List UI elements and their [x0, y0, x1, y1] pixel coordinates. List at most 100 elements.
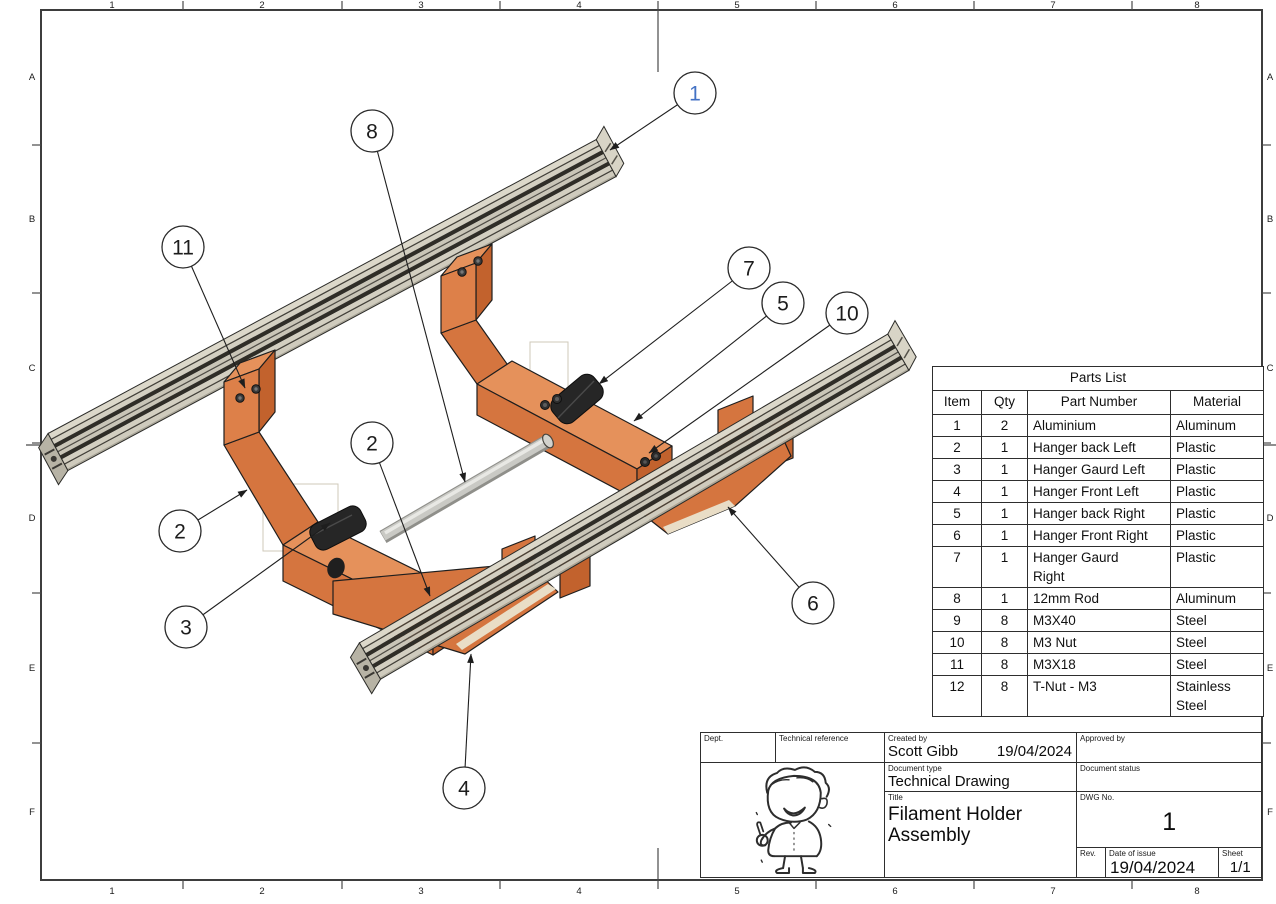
parts-list-col-item: Item — [932, 390, 982, 415]
parts-list-title: Parts List — [931, 366, 1265, 391]
approved-by-label: Approved by — [1080, 734, 1125, 743]
title-block: Dept. Technical reference Created by Sco… — [700, 732, 1262, 878]
grid-row-label: B — [1267, 214, 1273, 225]
grid-col-label: 3 — [418, 0, 423, 11]
balloon-label: 6 — [807, 593, 819, 616]
grid-col-label: 8 — [1194, 0, 1199, 11]
balloon-2-mid: 2 — [350, 421, 431, 597]
cartoon-mascot — [755, 766, 832, 875]
grid-col-label: 4 — [576, 886, 581, 897]
balloon-11: 11 — [161, 225, 246, 389]
extrusion-rail-bottom — [349, 319, 917, 695]
grid-row-label: A — [29, 72, 36, 83]
grid-col-label: 8 — [1194, 886, 1199, 897]
extrusion-rail-top — [38, 125, 625, 486]
balloon-callouts: 1 8 11 7 5 10 2 — [158, 71, 869, 810]
dwg-no-label: DWG No. — [1080, 793, 1115, 802]
technical-reference-label: Technical reference — [779, 734, 849, 743]
parts-list-col-qty: Qty — [981, 390, 1028, 415]
grid-col-label: 3 — [418, 886, 423, 897]
document-type-label: Document type — [888, 764, 942, 773]
created-by-label: Created by — [888, 734, 928, 743]
title-block-technical-reference-cell: Technical reference — [776, 733, 885, 763]
balloon-label: 5 — [777, 293, 789, 316]
balloon-label: 11 — [172, 237, 194, 260]
balloon-4: 4 — [442, 653, 486, 810]
grid-col-label: 1 — [109, 886, 114, 897]
parts-list-table: Parts List Item Qty Part Number Material… — [931, 366, 1265, 717]
grid-row-label: D — [1267, 513, 1274, 524]
sheet-label: Sheet — [1222, 849, 1243, 858]
title-block-title-cell: Title Filament Holder Assembly — [885, 792, 1077, 878]
grid-col-label: 4 — [576, 0, 581, 11]
grid-row-label: B — [29, 214, 35, 225]
grid-row-label: C — [29, 363, 36, 374]
grid-row-label: F — [1267, 807, 1273, 818]
document-type-value: Technical Drawing — [888, 773, 1010, 790]
title-block-rev-cell: Rev. — [1077, 848, 1106, 878]
title-block-sheet-cell: Sheet 1/1 — [1219, 848, 1262, 878]
balloon-label: 4 — [458, 778, 470, 801]
balloon-3: 3 — [164, 522, 331, 649]
created-by-value: Scott Gibb — [888, 743, 959, 760]
title-block-dwg-no-cell: DWG No. 1 — [1077, 792, 1262, 848]
date-of-issue-label: Date of issue — [1109, 849, 1156, 858]
balloon-label: 3 — [180, 617, 192, 640]
title-block-document-type-cell: Document type Technical Drawing — [885, 763, 1077, 792]
balloon-label: 2 — [174, 521, 186, 544]
grid-col-label: 2 — [259, 886, 264, 897]
left-clamp-block — [223, 349, 276, 446]
balloon-7: 7 — [598, 246, 771, 385]
grid-col-label: 7 — [1050, 0, 1055, 11]
grid-col-label: 7 — [1050, 886, 1055, 897]
grid-row-label: C — [1267, 363, 1274, 374]
grid-col-label: 1 — [109, 0, 114, 11]
title-block-document-status-cell: Document status — [1077, 763, 1262, 792]
balloon-8: 8 — [350, 109, 466, 483]
balloon-label: 7 — [743, 258, 755, 281]
balloon-label: 8 — [366, 121, 378, 144]
dwg-no-value: 1 — [1162, 808, 1177, 836]
balloon-6: 6 — [727, 506, 835, 625]
balloon-label: 1 — [689, 83, 701, 106]
grid-row-label: F — [29, 807, 35, 818]
rev-label: Rev. — [1080, 849, 1096, 858]
grid-row-label: A — [1267, 72, 1274, 83]
dept-label: Dept. — [704, 734, 724, 743]
grid-labels: 1 2 3 4 5 6 7 8 1 2 3 4 5 6 7 8 A B C D … — [29, 0, 1274, 897]
created-date-value: 19/04/2024 — [996, 743, 1072, 760]
grid-row-label: E — [29, 663, 35, 674]
document-status-label: Document status — [1080, 764, 1141, 773]
title-label: Title — [888, 793, 903, 802]
balloon-1: 1 — [609, 71, 717, 151]
hanger-guard-right — [550, 373, 604, 425]
parts-list-col-part-number: Part Number — [1027, 390, 1171, 415]
parts-list-col-material: Material — [1169, 390, 1265, 415]
date-of-issue-value: 19/04/2024 — [1110, 858, 1196, 877]
grid-row-label: E — [1267, 663, 1273, 674]
title-block-approved-by-cell: Approved by — [1077, 733, 1262, 763]
sheet-value: 1/1 — [1229, 859, 1251, 876]
balloon-label: 10 — [835, 303, 858, 326]
grid-col-label: 5 — [734, 0, 739, 11]
grid-row-label: D — [29, 513, 36, 524]
balloon-5: 5 — [633, 281, 805, 422]
balloon-2-left: 2 — [158, 489, 248, 553]
title-block-dept-cell: Dept. — [701, 733, 776, 763]
grid-col-label: 6 — [892, 0, 897, 11]
balloon-10: 10 — [648, 291, 869, 454]
rod-12mm — [379, 433, 554, 544]
